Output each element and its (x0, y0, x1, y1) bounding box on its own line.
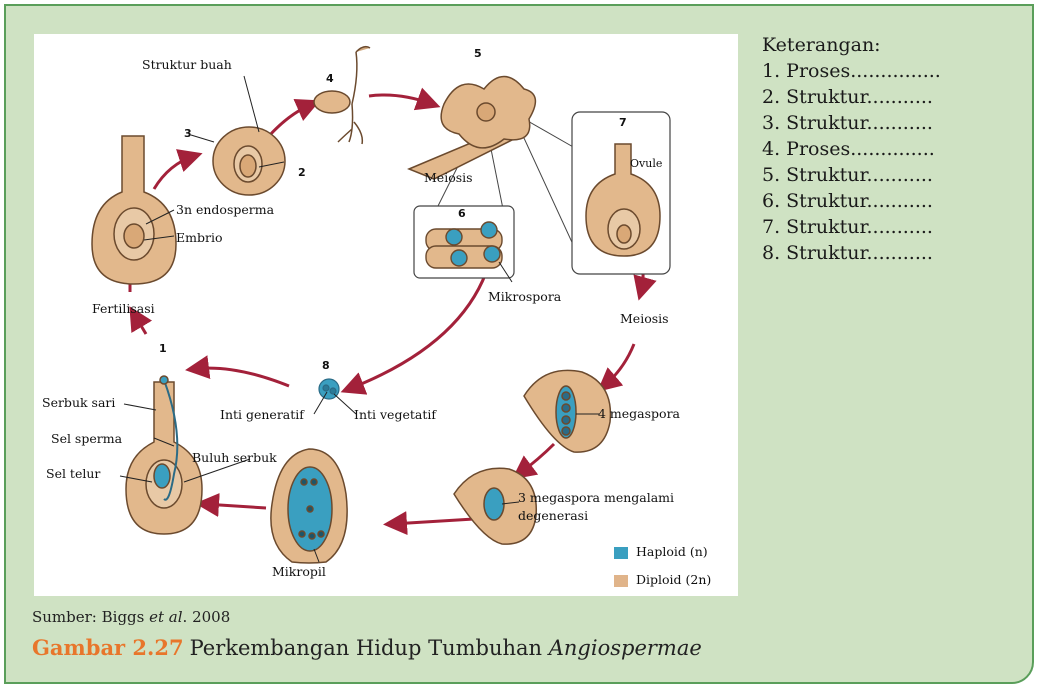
caption-number: Gambar 2.27 (32, 635, 184, 660)
legend-diploid-swatch (614, 575, 628, 587)
label-meiosis-top: Meiosis (424, 170, 473, 185)
legend-diploid-label: Diploid (2n) (636, 572, 711, 587)
label-mikropil: Mikropil (272, 564, 326, 579)
label-struktur-buah: Struktur buah (142, 57, 232, 72)
number-4: 4 (326, 72, 334, 85)
number-6: 6 (458, 207, 466, 220)
angiosperm-life-cycle-diagram: Struktur buah 3n endosperma Embrio Ferti… (34, 34, 738, 596)
label-inti-generatif: Inti generatif (220, 407, 304, 422)
keterangan-title: Keterangan: (762, 32, 1022, 58)
keterangan-item-6: 6. Struktur........... (762, 188, 1022, 214)
anther (426, 222, 502, 268)
fruit-structure (213, 127, 285, 195)
keterangan-item-7: 7. Struktur........... (762, 214, 1022, 240)
label-4-megaspora: 4 megaspora (598, 406, 680, 421)
seedling (314, 47, 370, 144)
flower (409, 77, 535, 180)
label-inti-vegetatif: Inti vegetatif (354, 407, 436, 422)
number-3: 3 (184, 127, 192, 140)
label-meiosis-right: Meiosis (620, 311, 669, 326)
label-degenerasi-1: 3 megaspora mengalami (518, 490, 674, 505)
label-ovule: Ovule (630, 157, 662, 170)
seed-with-embryo (92, 136, 176, 284)
legend-haploid-label: Haploid (n) (636, 544, 708, 559)
caption-text: Perkembangan Hidup Tumbuhan (190, 636, 549, 660)
keterangan-item-1: 1. Proses............... (762, 58, 1022, 84)
label-embrio: Embrio (176, 230, 222, 245)
keterangan-item-8: 8. Struktur........... (762, 240, 1022, 266)
keterangan-item-2: 2. Struktur........... (762, 84, 1022, 110)
label-mikrospora: Mikrospora (488, 289, 561, 304)
caption-italic: Angiospermae (549, 636, 702, 660)
ovule-degenerating (454, 468, 536, 544)
keterangan-item-5: 5. Struktur........... (762, 162, 1022, 188)
label-sel-sperma: Sel sperma (51, 431, 122, 446)
label-endosperma: 3n endosperma (176, 202, 274, 217)
label-degenerasi-2: degenerasi (518, 508, 588, 523)
keterangan-item-4: 4. Proses.............. (762, 136, 1022, 162)
source-line: Sumber: Biggs et al. 2008 (32, 608, 230, 626)
label-fertilisasi: Fertilisasi (92, 301, 155, 316)
label-sel-telur: Sel telur (46, 466, 100, 481)
number-8: 8 (322, 359, 330, 372)
number-2: 2 (298, 166, 306, 179)
keterangan-item-3: 3. Struktur........... (762, 110, 1022, 136)
source-prefix: Sumber: Biggs (32, 608, 149, 626)
number-1: 1 (159, 342, 167, 355)
fertilization-ovary (126, 376, 202, 534)
source-etal: et al (149, 608, 182, 626)
legend-haploid-swatch (614, 547, 628, 559)
label-serbuk-sari: Serbuk sari (42, 395, 115, 410)
embryo-sac (271, 449, 347, 563)
number-7: 7 (619, 116, 627, 129)
number-5: 5 (474, 47, 482, 60)
source-suffix: . 2008 (183, 608, 231, 626)
keterangan-list: Keterangan: 1. Proses............... 2. … (762, 32, 1022, 266)
label-buluh-serbuk: Buluh serbuk (192, 450, 277, 465)
figure-frame: Struktur buah 3n endosperma Embrio Ferti… (4, 4, 1034, 684)
